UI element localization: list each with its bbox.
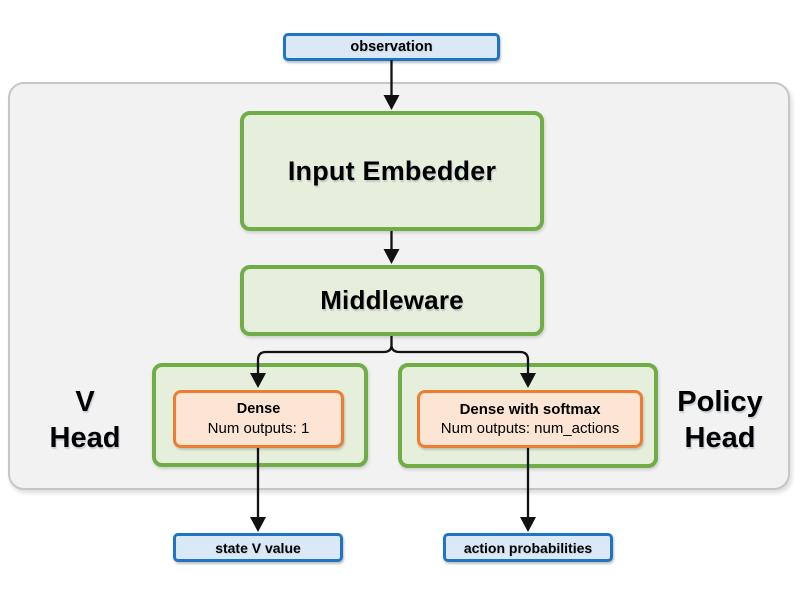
observation-node: observation [283, 33, 500, 61]
v-head-label-line2: Head [49, 422, 121, 454]
observation-label: observation [350, 39, 433, 55]
action-probabilities-node: action probabilities [443, 533, 613, 562]
policy-head-dense-node: Dense with softmax Num outputs: num_acti… [417, 390, 643, 448]
v-head-label: V Head [22, 384, 148, 456]
arrowhead [250, 517, 266, 532]
input-embedder-node: Input Embedder [240, 111, 544, 231]
action-probabilities-label: action probabilities [463, 539, 593, 556]
policy-head-label-line1: Policy [677, 386, 763, 418]
v-head-label-line1: V [75, 386, 95, 418]
state-v-value-label: state V value [215, 539, 301, 556]
v-head-dense-node: Dense Num outputs: 1 [173, 390, 344, 448]
policy-head-dense-detail: Num outputs: num_actions [440, 420, 620, 437]
middleware-label: Middleware [320, 285, 464, 315]
input-embedder-label: Input Embedder [287, 155, 497, 186]
v-head-dense-title: Dense [236, 401, 281, 417]
arrowhead [520, 517, 536, 532]
policy-head-label-line2: Head [684, 422, 756, 454]
policy-head-label: Policy Head [655, 384, 785, 456]
policy-head-dense-title: Dense with softmax [459, 401, 601, 418]
v-head-dense-detail: Num outputs: 1 [207, 420, 310, 437]
state-v-value-node: state V value [173, 533, 343, 562]
middleware-node: Middleware [240, 265, 544, 336]
